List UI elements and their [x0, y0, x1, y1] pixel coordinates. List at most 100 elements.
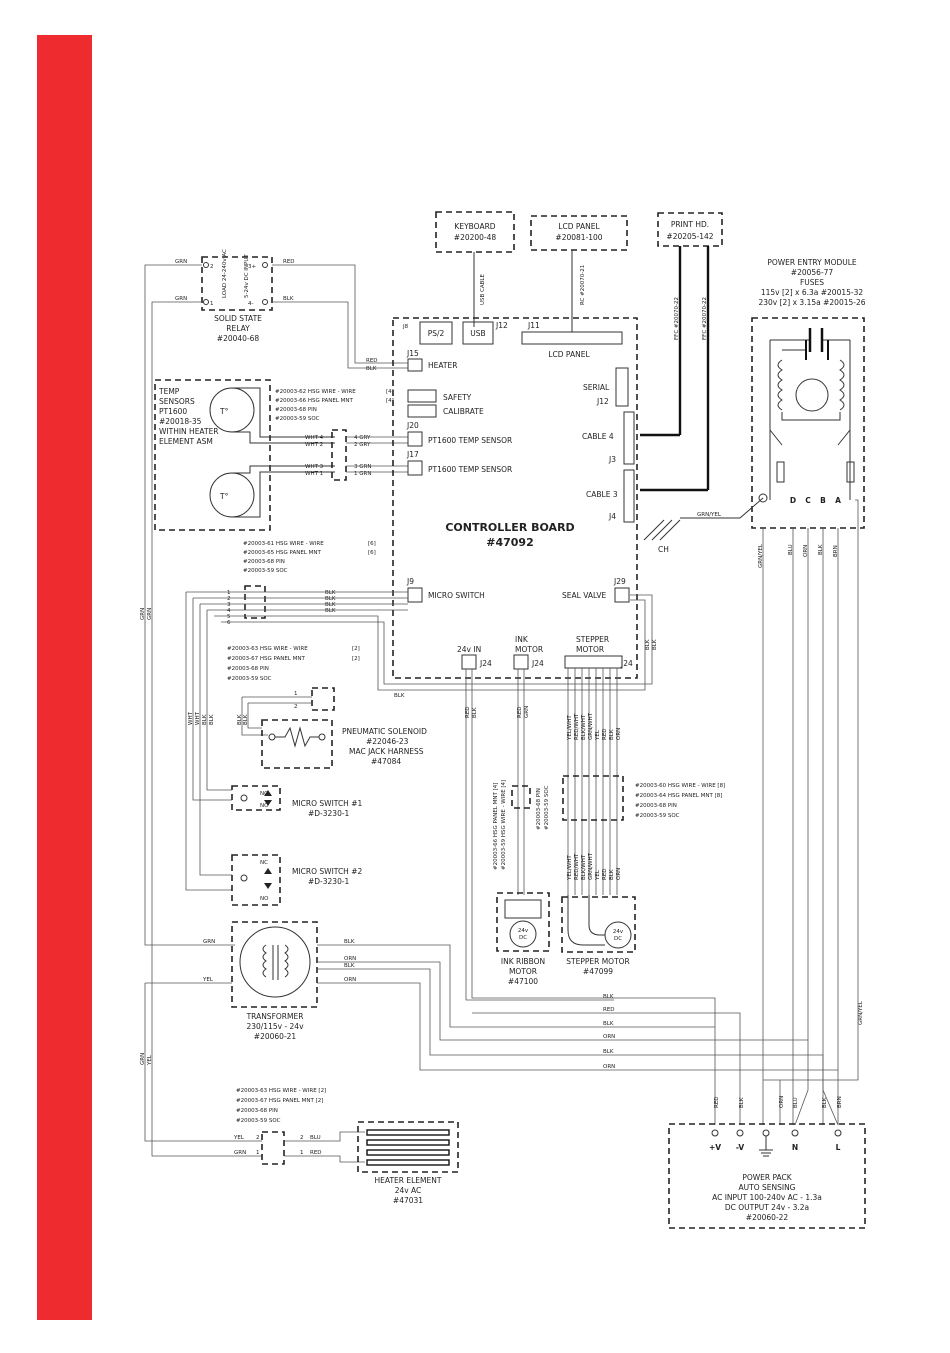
ms2-nc: NC — [260, 860, 268, 866]
temp-label: TEMP — [158, 387, 180, 396]
ink-motor-dc: DC — [519, 935, 527, 941]
stepper-part: #47099 — [583, 967, 613, 976]
wire-label: BLU — [788, 544, 794, 555]
hsg-note: #20003-68 PIN — [635, 803, 677, 809]
wire-label: WHT 4 — [305, 435, 324, 441]
serial-label: SERIAL — [583, 383, 610, 392]
solenoid-harness: MAC JACK HARNESS — [349, 747, 424, 756]
wire-label: ORN — [803, 545, 809, 557]
wire-label: BLK — [243, 714, 249, 725]
hsg-note: #20003-68 PIN — [236, 1108, 278, 1114]
24v-in-label: 24v IN — [457, 645, 481, 654]
wire-label: ORN — [603, 1064, 615, 1070]
hsg-count: [2] — [352, 646, 360, 652]
pem-fuses: FUSES — [800, 278, 824, 287]
heater-rating: 24v AC — [395, 1186, 422, 1195]
power-part: #20060-22 — [746, 1213, 789, 1222]
printhead-part: #20205-142 — [666, 232, 713, 241]
power-terminal-l: L — [836, 1143, 841, 1152]
wire-label: 3 GRN — [354, 464, 371, 470]
lcd-part: #20081-100 — [555, 233, 602, 242]
lcd-panel-box: LCD PANEL #20081-100 — [530, 215, 628, 251]
hsg-count: [4] — [386, 389, 394, 395]
relay-pin: 4- — [248, 301, 253, 307]
wire-label: GRN/YEL — [858, 1000, 864, 1025]
wire-label: ORN — [616, 728, 622, 740]
ink-ribbon-motor: 24v DC INK RIBBON MOTOR #47100 — [496, 892, 550, 986]
power-output: DC OUTPUT 24v - 3.2a — [725, 1203, 809, 1212]
pem-terminal-a: A — [835, 496, 841, 505]
controller-board: J8 PS/2 USB J12 J11 LCD PANEL J15 HEATER… — [366, 317, 638, 679]
relay-load-label: LOAD 24-240v AC — [222, 249, 228, 298]
wire-label: BLK — [325, 608, 336, 614]
stepper-label: STEPPER — [576, 635, 609, 644]
lcd-connector-label: LCD PANEL — [548, 350, 590, 359]
j20-label: J20 — [406, 421, 419, 430]
keyboard-part: #20200-48 — [454, 233, 497, 242]
hsg-count: [6] — [368, 541, 376, 547]
wire-label: WHT 2 — [305, 442, 323, 448]
lcd-label: LCD PANEL — [558, 222, 600, 231]
wire-label: BLK — [603, 1021, 614, 1027]
power-terminal-n: N — [792, 1143, 798, 1152]
pem-fuse-230: 230v [2] x 3.15a #20015-26 — [758, 298, 865, 307]
solenoid-title: PNEUMATIC SOLENOID — [342, 727, 427, 736]
j12-label: J12 — [495, 321, 508, 330]
wire-label: RED — [517, 706, 523, 718]
wire-label: BLK — [209, 714, 215, 725]
transformer: TRANSFORMER 230/115v - 24v #20060-21 — [231, 921, 318, 1041]
micro-switch-2: NC NO MICRO SWITCH #2 #D-3230-1 — [231, 854, 362, 906]
j8-label: J8 — [402, 324, 409, 330]
wire-label: WHT — [195, 711, 201, 725]
wire-label: YEL — [233, 1135, 245, 1141]
transformer-rating: 230/115v - 24v — [246, 1022, 304, 1031]
micro-switch-1: NC NO MICRO SWITCH #1 #D-3230-1 — [231, 785, 362, 818]
hsg-note: #20003-63 HSG WIRE - WIRE — [227, 646, 308, 652]
relay-input-label: 5-24v DC INPUT — [244, 254, 250, 298]
wire-label: GRN — [175, 259, 187, 265]
wire-label: GRN — [203, 939, 215, 945]
controller-board-number: #47092 — [486, 536, 534, 549]
pem-part: #20056-77 — [791, 268, 834, 277]
wire-label: BLK — [609, 729, 615, 740]
seal-valve-label: SEAL VALVE — [562, 591, 606, 600]
wire-label: RED — [465, 706, 471, 718]
ffc-cable-1-label: FFC #20070-22 — [674, 297, 680, 340]
wire-label: BLK — [645, 639, 651, 650]
wire-label: GRN/WHT — [588, 712, 594, 740]
j24b-label: J24 — [531, 659, 544, 668]
wire-label: BLK — [344, 963, 355, 969]
wire-label: BLK — [609, 869, 615, 880]
transformer-part: #20060-21 — [254, 1032, 297, 1041]
wire-label: RED — [603, 1007, 615, 1013]
j9-label: J9 — [406, 577, 414, 586]
ffc-cable-2-label: FFC #20070-22 — [702, 297, 708, 340]
ink-motor-voltage: 24v — [518, 928, 529, 934]
rc-cable-label: RC #20070-21 — [580, 265, 586, 305]
wire-label: BLK/WHT — [581, 854, 587, 880]
wire-label: WHT 1 — [305, 471, 323, 477]
ps2-port: PS/2 — [428, 329, 445, 338]
temp-symbol: T° — [219, 407, 229, 416]
wire-label: GRN — [524, 706, 530, 718]
wire-label: WHT 3 — [305, 464, 324, 470]
wire-label: 4 GRY — [354, 435, 371, 441]
cable4-label: CABLE 4 — [582, 432, 614, 441]
wire-label: RED — [602, 868, 608, 880]
wire-label: 2 GRY — [354, 442, 371, 448]
stepper-title: STEPPER MOTOR — [566, 957, 630, 966]
wire-label: GRN — [147, 608, 153, 620]
temp-label: WITHIN HEATER — [159, 427, 219, 436]
solid-state-relay: 2 1 3+ 4- LOAD 24-240v AC 5-24v DC INPUT… — [201, 249, 273, 343]
pem-terminal-d: D — [790, 496, 796, 505]
wire-label: RED — [283, 259, 295, 265]
wire-label: BRN — [833, 545, 839, 557]
wire-label: BLK — [603, 994, 614, 1000]
hsg-note: #20003-62 HSG WIRE - WIRE — [275, 389, 356, 395]
wire-label: BLK — [325, 602, 336, 608]
controller-board-title: CONTROLLER BOARD — [445, 521, 574, 534]
power-pack: +V -V N L POWER PACK AUTO SENSING AC INP… — [668, 1123, 866, 1229]
wire-label: YEL — [595, 729, 601, 741]
pt1600-sensor-2: PT1600 TEMP SENSOR — [428, 465, 512, 474]
wire-label: RED — [310, 1150, 322, 1156]
